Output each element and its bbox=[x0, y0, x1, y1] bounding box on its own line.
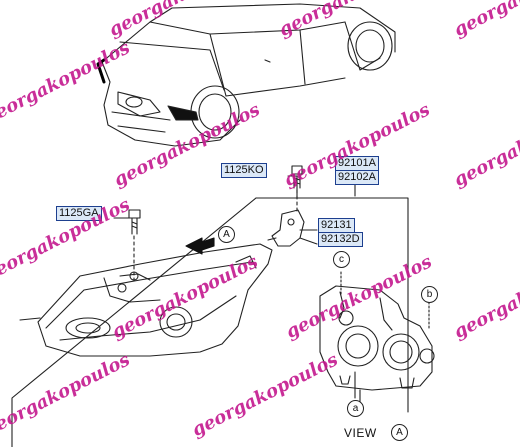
view-word: VIEW bbox=[344, 426, 377, 440]
bracket-part bbox=[267, 209, 305, 247]
marker-bulb-c: c bbox=[333, 251, 350, 268]
view-label: VIEW bbox=[344, 426, 377, 440]
callout-92132D: 92132D bbox=[318, 232, 363, 247]
callout-92102A: 92102A bbox=[335, 170, 379, 185]
callout-92131: 92131 bbox=[318, 218, 355, 233]
view-direction-arrow bbox=[185, 237, 215, 255]
marker-view-a: A bbox=[218, 226, 235, 243]
callout-1125KO: 1125KO bbox=[221, 163, 267, 178]
headlamp-assembly bbox=[37, 243, 273, 357]
car-illustration bbox=[96, 3, 396, 147]
view-letter-a: A bbox=[391, 424, 408, 441]
bolt-side bbox=[128, 209, 141, 235]
marker-bulb-a: a bbox=[347, 400, 364, 417]
callout-1125GA: 1125GA bbox=[56, 206, 102, 221]
bolt-top bbox=[291, 165, 303, 189]
rear-view-housing bbox=[319, 271, 435, 405]
marker-bulb-b: b bbox=[421, 286, 438, 303]
